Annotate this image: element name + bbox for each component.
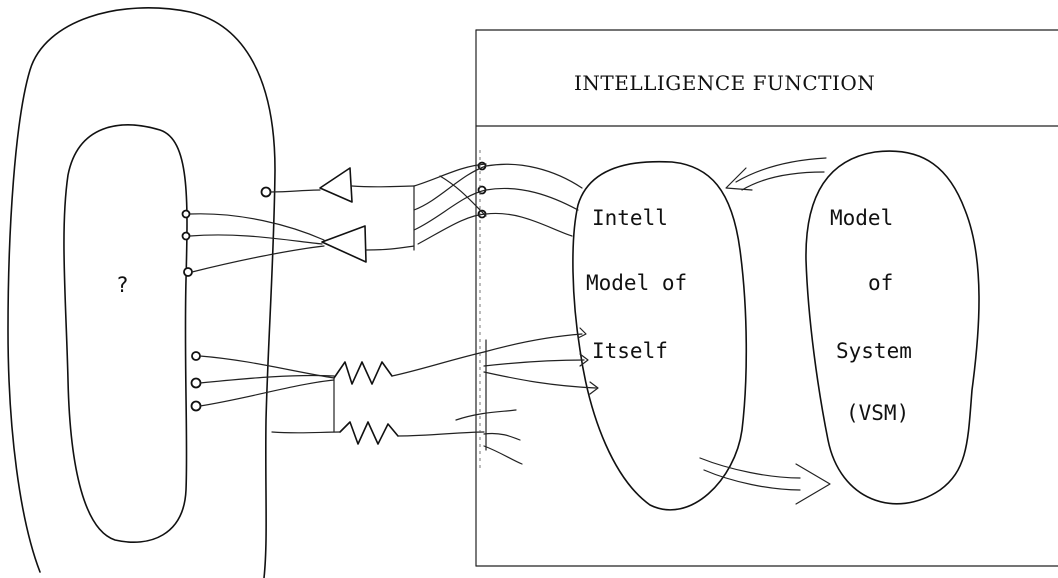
environment-inner-blob xyxy=(63,124,188,544)
intell-model-blob xyxy=(572,160,748,511)
intelligence-function-title: INTELLIGENCE FUNCTION xyxy=(574,71,875,95)
system-model-blob xyxy=(805,150,980,505)
connector-dot xyxy=(190,377,202,389)
upper-wires xyxy=(189,163,583,273)
amplifier-middle xyxy=(321,225,415,263)
zigzag-filter-lower xyxy=(339,421,485,445)
connector-dot xyxy=(190,400,202,412)
connector-dot xyxy=(181,209,191,219)
intelligence-function-box xyxy=(475,29,1058,567)
intell-model-line1: Intell xyxy=(592,206,668,230)
model-arrow-bottom xyxy=(699,457,831,505)
amplifier-upper xyxy=(269,167,415,203)
system-model-line4: (VSM) xyxy=(846,401,909,425)
intell-model-line2: Model of xyxy=(586,271,687,295)
system-model-line3: System xyxy=(836,339,912,363)
connector-dot xyxy=(183,267,193,277)
system-model-line2: of xyxy=(868,271,893,295)
feedback-arrow-top xyxy=(725,157,827,191)
unknown-label: ? xyxy=(116,273,129,297)
system-model-line1: Model xyxy=(830,206,893,230)
environment-outer-blob xyxy=(7,7,276,578)
connector-dot xyxy=(181,231,191,241)
connector-dot xyxy=(191,351,201,361)
zigzag-filter-upper xyxy=(333,351,485,385)
intell-model-line3: Itself xyxy=(592,339,668,363)
connector-dot xyxy=(260,186,272,198)
lower-wires xyxy=(199,327,599,465)
